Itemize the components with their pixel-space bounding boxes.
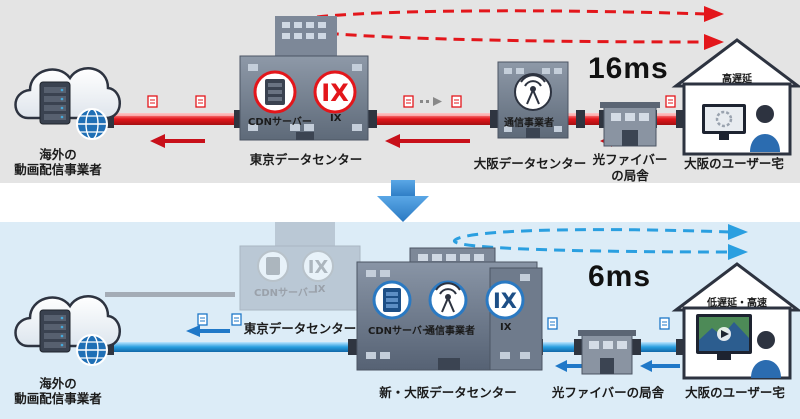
fiber-station-building xyxy=(600,102,660,147)
bottom-ix-label: IX xyxy=(500,322,512,333)
osaka-dc-label: 大阪データセンター xyxy=(473,156,587,171)
bottom-carrier-label: 通信事業者 xyxy=(425,326,475,337)
latency-value-before: 16ms xyxy=(588,52,669,85)
ix-icon: IX xyxy=(485,280,525,320)
antenna-icon xyxy=(520,74,546,105)
data-packet-icons xyxy=(147,95,676,108)
antenna-icon xyxy=(428,280,468,320)
data-packet-arrow xyxy=(420,97,442,106)
bottom-home-label: 大阪のユーザー宅 xyxy=(685,385,785,400)
top-home-badge: 高遅延 xyxy=(722,74,752,85)
top-cloud-label-1: 海外の xyxy=(39,147,77,162)
svg-text:IX: IX xyxy=(321,79,349,107)
server-rack-icon xyxy=(39,81,71,125)
after-panel-graphics: IX xyxy=(14,222,800,380)
old-tokyo-datacenter-faded: IX xyxy=(239,222,361,311)
bottom-home-badge: 低遅延・高速 xyxy=(707,298,767,309)
old-cdn-label: CDNサーバー xyxy=(254,288,318,299)
tokyo-dc-label: 東京データセンター xyxy=(249,152,363,167)
top-cdn-label: CDNサーバー xyxy=(248,117,312,128)
top-home-label: 大阪のユーザー宅 xyxy=(684,156,784,171)
before-panel: IX xyxy=(0,0,800,183)
latency-arc-red xyxy=(283,6,724,50)
person-icon xyxy=(751,331,781,378)
new-dc-label: 新・大阪データセンター xyxy=(379,385,517,400)
cloud-icon xyxy=(14,67,121,140)
globe-icon xyxy=(76,108,108,140)
monitor-video-icon xyxy=(696,314,752,360)
top-carrier-label: 通信事業者 xyxy=(504,118,554,129)
data-packet-icons-blue xyxy=(197,313,670,330)
fiber-station-building xyxy=(578,330,636,375)
old-link-grey xyxy=(105,292,235,297)
down-arrow-icon xyxy=(377,180,429,222)
svg-text:IX: IX xyxy=(493,289,517,313)
bottom-cloud-label-1: 海外の xyxy=(39,376,77,391)
person-icon xyxy=(750,105,780,152)
cdn-server-icon xyxy=(372,280,412,320)
osaka-datacenter-building xyxy=(497,61,569,139)
old-tokyo-label: 東京データセンター xyxy=(243,321,357,336)
latency-arc-blue xyxy=(452,224,748,260)
svg-text:IX: IX xyxy=(308,257,329,278)
user-house xyxy=(671,262,800,380)
globe-icon xyxy=(76,334,108,366)
user-house xyxy=(671,38,800,156)
fiber-cable-red xyxy=(105,110,685,128)
top-fiber-label-1: 光ファイバー xyxy=(592,152,668,167)
bottom-cdn-label: CDNサーバー xyxy=(368,326,432,337)
latency-value-after: 6ms xyxy=(588,260,652,293)
before-panel-graphics: IX xyxy=(14,6,800,156)
old-ix-label: IX xyxy=(314,284,326,295)
monitor-loading-icon xyxy=(702,104,746,140)
top-ix-label: IX xyxy=(330,113,342,124)
cloud-icon xyxy=(14,295,121,366)
bottom-fiber-label: 光ファイバーの局舎 xyxy=(551,385,665,400)
flow-arrows-blue xyxy=(186,325,680,372)
top-fiber-label-2: の局舎 xyxy=(611,168,649,183)
ix-icon: IX xyxy=(313,70,357,114)
server-rack-icon xyxy=(39,309,71,353)
cdn-server-icon xyxy=(253,70,297,114)
after-panel: IX xyxy=(0,222,800,419)
bottom-cloud-label-2: 動画配信事業者 xyxy=(14,391,102,406)
top-cloud-label-2: 動画配信事業者 xyxy=(14,162,102,177)
